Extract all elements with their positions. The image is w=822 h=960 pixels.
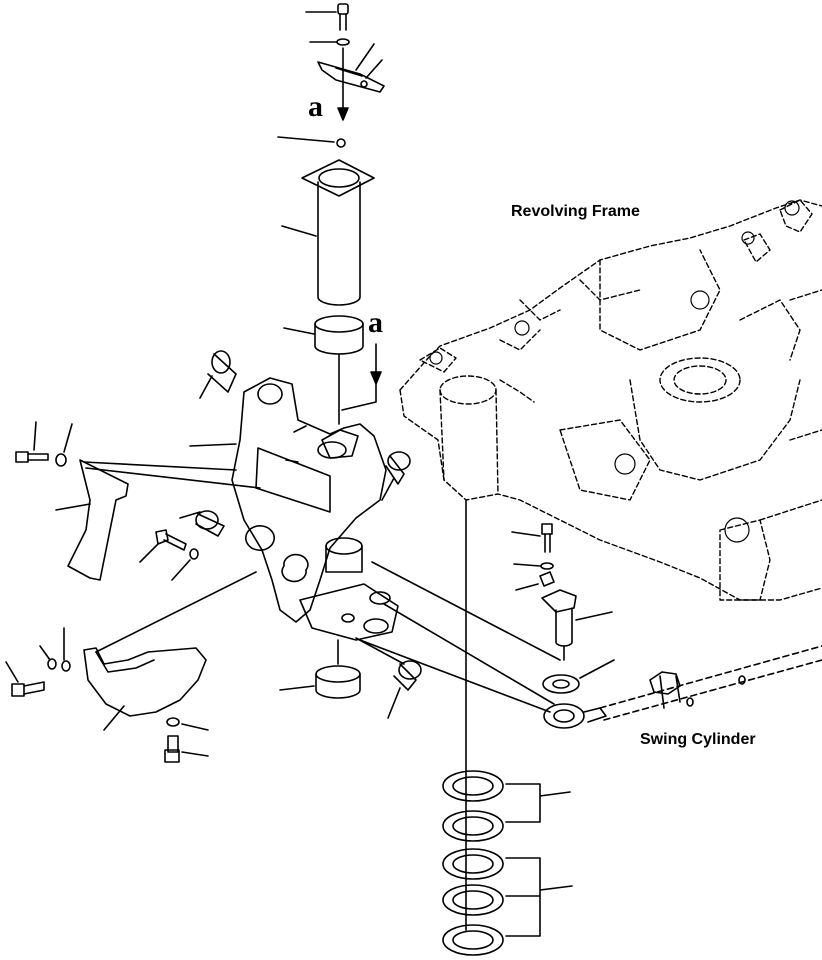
lower-bolt [164, 717, 209, 763]
guide-line-cyl-2 [383, 603, 555, 705]
top-washer [309, 38, 350, 46]
cyl-pin [541, 589, 613, 661]
shim-4 [442, 884, 504, 916]
swing-bracket [179, 377, 399, 641]
swing-cylinder [543, 645, 822, 729]
upper-bushing [283, 315, 364, 355]
shim-bracket-lower [505, 857, 573, 937]
lower-left-bolt [5, 627, 71, 697]
left-bolt-1 [15, 421, 73, 467]
king-pin [281, 159, 375, 306]
lower-bushing-right [355, 637, 422, 719]
shim-bracket-upper [505, 783, 571, 823]
marker-a-mid: a [368, 306, 383, 339]
frame-details [429, 200, 800, 543]
shim-1 [442, 770, 504, 802]
arrow-head-a [370, 371, 382, 385]
bracket-bushing-top [199, 350, 237, 399]
bracket-bushing-right [381, 451, 411, 501]
lower-cover-plate [83, 571, 257, 731]
top-bolt [305, 3, 349, 31]
lower-bushing [279, 639, 361, 699]
arrow-line-a [341, 343, 377, 411]
lock-plate [317, 43, 385, 93]
shim-5 [442, 924, 504, 956]
left-cover-plate [55, 459, 261, 581]
bracket-bushing-left [195, 510, 225, 537]
revolving-frame [399, 199, 822, 601]
cyl-washer [542, 659, 615, 694]
shim-3 [442, 848, 504, 880]
cyl-pin-washer [513, 562, 554, 570]
arrow-head-top [337, 107, 349, 121]
marker-a-top: a [308, 90, 323, 123]
pin-grease-fitting [277, 136, 346, 148]
guide-line-cyl-3 [359, 639, 551, 713]
shim-2 [442, 810, 504, 842]
revolving-frame-label: Revolving Frame [511, 203, 640, 220]
cyl-pin-nut [515, 571, 555, 591]
left-bolt-2 [139, 529, 199, 581]
cyl-pin-bolt [511, 523, 553, 553]
swing-cylinder-label: Swing Cylinder [640, 731, 756, 748]
